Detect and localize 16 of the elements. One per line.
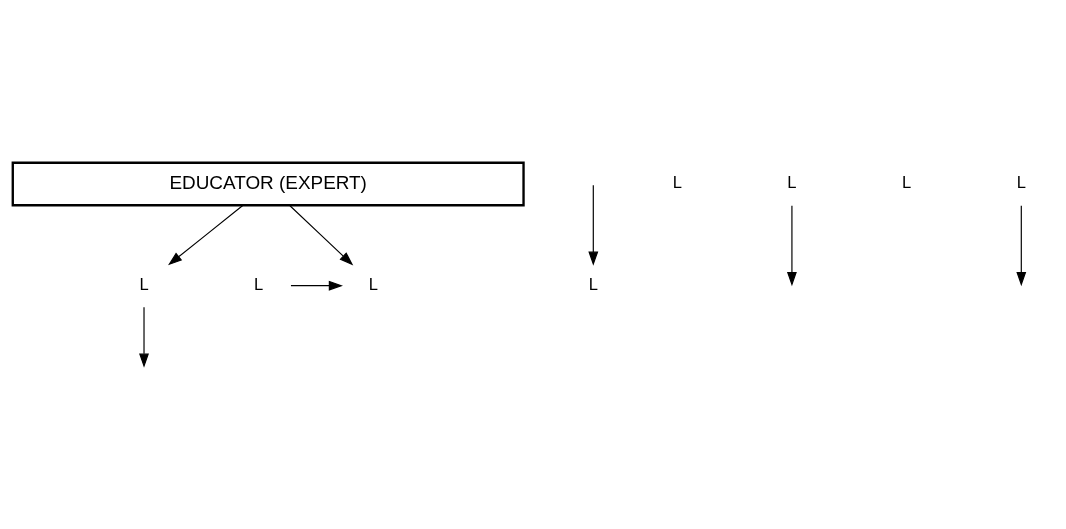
- arrow: [1016, 204, 1027, 286]
- arrow: [290, 280, 343, 291]
- node-box: EDUCATOR (EXPERT): [11, 161, 525, 206]
- arrow: [786, 204, 797, 286]
- node-text: L: [787, 172, 797, 192]
- node-text: L: [1016, 172, 1026, 192]
- node-text: L: [254, 274, 264, 294]
- node-text: L: [139, 274, 149, 294]
- node-text: L: [588, 274, 598, 294]
- node-text: L: [368, 274, 378, 294]
- arrow: [139, 306, 149, 368]
- node-text: L: [672, 172, 682, 192]
- arrow: [289, 204, 354, 265]
- arrow: [588, 184, 599, 266]
- arrow: [168, 204, 244, 265]
- node-text: L: [902, 172, 912, 192]
